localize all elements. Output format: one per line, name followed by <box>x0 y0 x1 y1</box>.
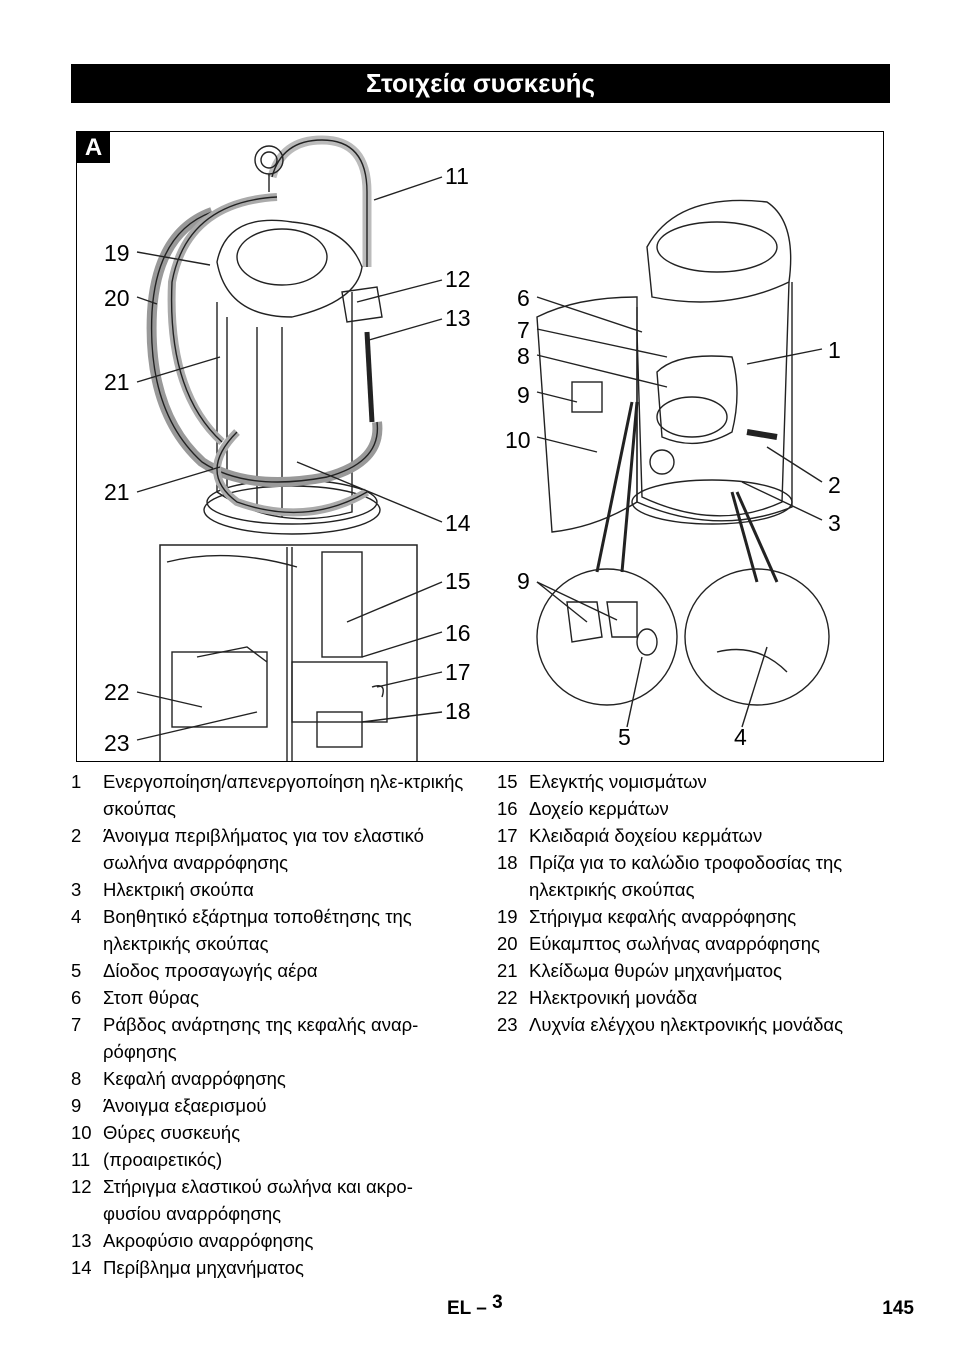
callout-17: 17 <box>445 659 471 685</box>
callout-9b: 9 <box>517 568 530 594</box>
callout-12: 12 <box>445 266 471 292</box>
callout-2: 2 <box>828 472 841 498</box>
callout-6: 6 <box>517 285 530 311</box>
section-title: Στοιχεία συσκευής <box>71 64 890 103</box>
footer-section-number: 3 <box>492 1292 503 1313</box>
callout-4: 4 <box>734 724 747 750</box>
callout-11: 11 <box>445 163 469 189</box>
footer-language-section: EL – 3 <box>447 1292 503 1320</box>
callout-9: 9 <box>517 382 530 408</box>
callout-16: 16 <box>445 620 471 646</box>
callout-22: 22 <box>104 679 130 705</box>
footer-language: EL <box>447 1298 471 1319</box>
callout-15: 15 <box>445 568 471 594</box>
callout-1: 1 <box>828 337 841 363</box>
callout-13: 13 <box>445 305 471 331</box>
device-illustration: A 1 2 3 4 5 6 7 8 9 10 11 12 13 14 15 16… <box>76 131 884 762</box>
callout-21b: 21 <box>104 479 130 505</box>
callout-18: 18 <box>445 698 471 724</box>
legend-item: 11 (προαιρετικός) <box>71 1149 223 1170</box>
callout-3: 3 <box>828 510 841 536</box>
callout-14: 14 <box>445 510 471 536</box>
callout-21a: 21 <box>104 369 130 395</box>
footer-separator: – <box>476 1298 487 1319</box>
figure-label: A <box>77 132 110 163</box>
callout-23: 23 <box>104 730 130 756</box>
callout-7: 7 <box>517 317 530 343</box>
callout-10: 10 <box>505 427 531 453</box>
callout-5: 5 <box>618 724 631 750</box>
callout-20: 20 <box>104 285 130 311</box>
callout-8: 8 <box>517 343 530 369</box>
callout-19: 19 <box>104 240 130 266</box>
illustration-drawing <box>136 135 830 761</box>
page-number: 145 <box>882 1298 914 1319</box>
